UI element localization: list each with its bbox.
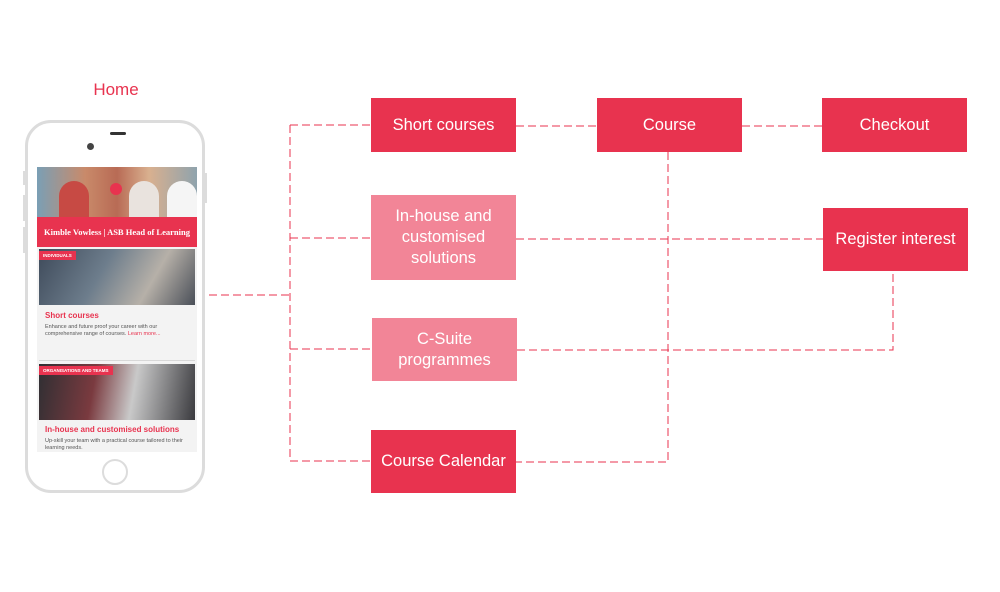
node-course[interactable]: Course (597, 98, 742, 152)
card-description: Enhance and future proof your career wit… (45, 324, 158, 337)
phone-volume-down (23, 227, 26, 253)
card-title[interactable]: In-house and customised solutions (45, 425, 180, 434)
node-checkout[interactable]: Checkout (822, 98, 967, 152)
phone-camera (87, 143, 94, 150)
connector-course-to-calendar (516, 152, 669, 463)
node-course-calendar[interactable]: Course Calendar (371, 430, 516, 493)
phone-volume-up (23, 195, 26, 221)
node-inhouse-solutions[interactable]: In-house and customised solutions (371, 195, 516, 280)
card-image-organisations[interactable]: ORGANISATIONS AND TEAMS (39, 364, 195, 420)
hero-person (129, 181, 159, 217)
phone-speaker (110, 132, 126, 135)
node-register-interest[interactable]: Register interest (823, 208, 968, 271)
hero-caption: Kimble Vowless | ASB Head of Learning (37, 217, 197, 247)
card-text: Enhance and future proof your career wit… (45, 324, 185, 338)
phone-home-button (102, 459, 128, 485)
home-label: Home (93, 80, 139, 99)
card-divider (39, 360, 195, 361)
hero-person (167, 181, 197, 217)
phone-mute-switch (23, 171, 26, 185)
phone-screen: Kimble Vowless | ASB Head of Learning IN… (37, 167, 197, 452)
phone-mockup: Kimble Vowless | ASB Head of Learning IN… (23, 120, 207, 493)
hero-image (37, 167, 197, 217)
hero-person (59, 181, 89, 217)
card-tag: ORGANISATIONS AND TEAMS (39, 366, 113, 375)
card-text: Up-skill your team with a practical cour… (45, 438, 183, 451)
card-tag: INDIVIDUALS (39, 251, 76, 260)
card-image-individuals[interactable]: INDIVIDUALS (39, 249, 195, 305)
node-csuite-programmes[interactable]: C-Suite programmes (372, 318, 517, 381)
learn-more-link[interactable]: Learn more... (127, 331, 161, 337)
connector-csuite-to-register (517, 271, 894, 351)
play-icon[interactable] (110, 183, 122, 195)
phone-power-button (204, 173, 207, 203)
node-short-courses[interactable]: Short courses (371, 98, 516, 152)
card-title[interactable]: Short courses (45, 311, 99, 320)
